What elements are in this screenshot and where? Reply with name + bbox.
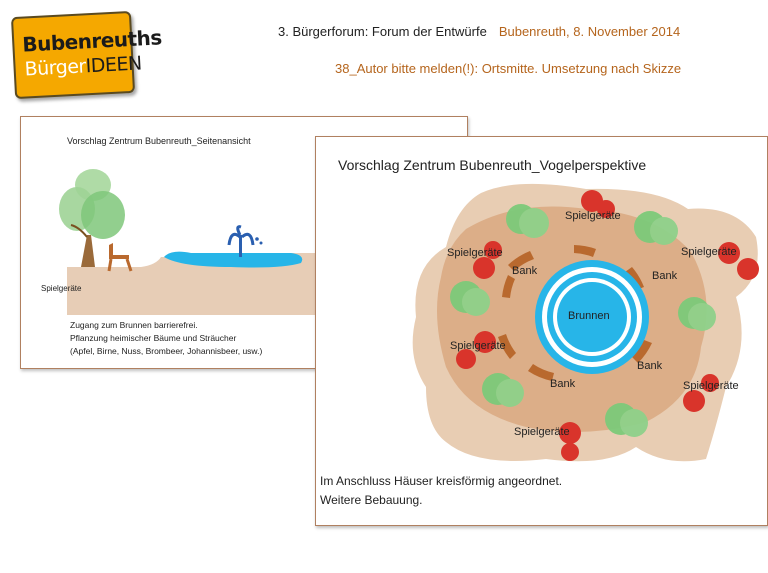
bench-label: Bank — [512, 265, 538, 277]
trees — [450, 204, 716, 437]
side-view-notes: Zugang zum Brunnen barrierefrei. Pflanzu… — [70, 319, 262, 358]
bench-label: Bank — [637, 360, 663, 372]
footer-line: Weitere Bebauung. — [320, 493, 423, 507]
bench-label: Bank — [652, 270, 678, 282]
playground-label: Spielgeräte — [450, 340, 506, 352]
playground-label: Spielgeräte — [683, 380, 739, 392]
playground-label: Spielgeräte — [681, 246, 737, 258]
tree — [59, 169, 125, 267]
side-view-drawing — [59, 169, 317, 315]
playground-label: Spielgeräte — [565, 210, 621, 222]
footer-line: Im Anschluss Häuser kreisförmig angeordn… — [320, 474, 563, 488]
playground-markers — [456, 190, 759, 461]
playground-label: Spielgeräte — [447, 247, 503, 259]
top-view-drawing — [412, 183, 759, 462]
side-view-title: Vorschlag Zentrum Bubenreuth_Seitenansic… — [67, 136, 251, 146]
note-line: Pflanzung heimischer Bäume und Sträucher — [70, 333, 237, 343]
playground-label: Spielgeräte — [514, 426, 570, 438]
logo: Bubenreuths BürgerIDEEN — [10, 10, 162, 100]
entry-title: 38_Autor bitte melden(!): Ortsmitte. Ums… — [335, 61, 682, 76]
top-view-title: Vorschlag Zentrum Bubenreuth_Vogelperspe… — [338, 157, 647, 173]
logo-line1: Bubenreuths — [21, 25, 163, 57]
top-view-panel: Vorschlag Zentrum Bubenreuth_Vogelperspe… — [315, 136, 768, 526]
top-view-footer: Im Anschluss Häuser kreisförmig angeordn… — [320, 472, 562, 510]
bench-label: Bank — [550, 378, 576, 390]
bench-side — [107, 243, 133, 272]
benches — [498, 245, 652, 381]
pond — [164, 251, 303, 268]
side-view-playground-label: Spielgeräte — [41, 284, 82, 293]
header-line1: 3. Bürgerforum: Forum der Entwürfe Bubenr… — [278, 24, 680, 39]
logo-line2: BürgerIDEEN — [24, 52, 143, 81]
note-line: (Apfel, Birne, Nuss, Brombeer, Johannisb… — [70, 346, 263, 356]
fountain-rings — [535, 260, 649, 374]
fountain — [227, 225, 263, 257]
location-date: Bubenreuth, 8. November 2014 — [498, 24, 681, 39]
note-line: Zugang zum Brunnen barrierefrei. — [70, 320, 198, 330]
fountain-label: Brunnen — [568, 310, 610, 322]
event-title: 3. Bürgerforum: Forum der Entwürfe — [278, 24, 487, 39]
